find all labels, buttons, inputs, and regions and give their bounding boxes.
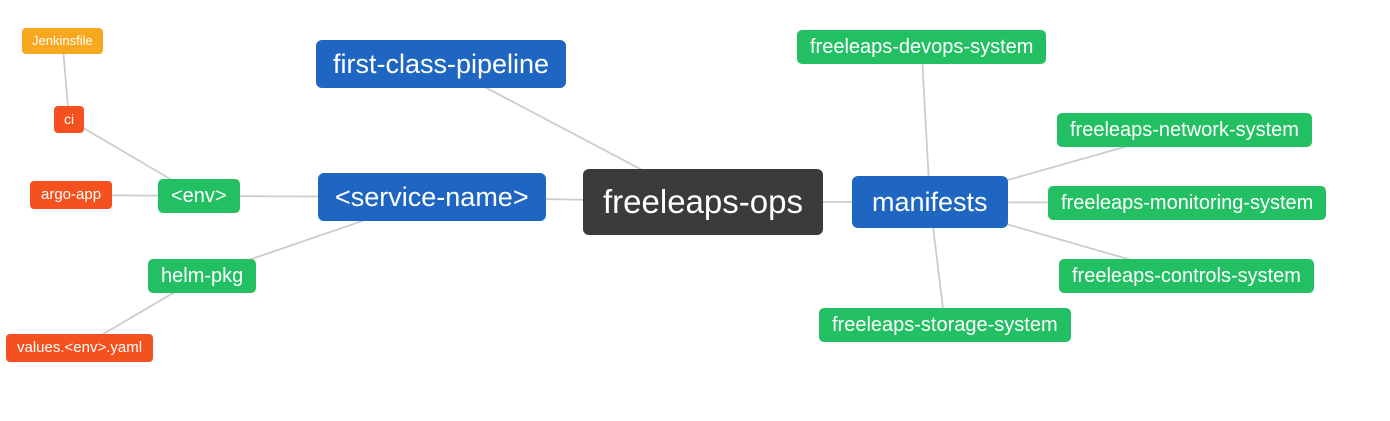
node-label: manifests (872, 187, 988, 217)
node-manifests[interactable]: manifests (852, 176, 1008, 229)
node-label: freeleaps-monitoring-system (1061, 192, 1314, 214)
node-service-name[interactable]: <service-name> (318, 173, 546, 222)
node-freeleaps-ops[interactable]: freeleaps-ops (583, 169, 823, 235)
node-label: freeleaps-controls-system (1072, 265, 1301, 287)
node-label: first-class-pipeline (333, 49, 550, 79)
node-label: helm-pkg (161, 265, 244, 287)
node-label: ci (64, 111, 75, 127)
node-label: freeleaps-storage-system (832, 314, 1058, 336)
node-freeleaps-controls-system[interactable]: freeleaps-controls-system (1059, 259, 1314, 293)
node-label: freeleaps-devops-system (810, 36, 1034, 58)
node-env[interactable]: <env> (158, 179, 240, 213)
node-values-env-yaml[interactable]: values.<env>.yaml (6, 334, 154, 362)
node-freeleaps-monitoring-system[interactable]: freeleaps-monitoring-system (1048, 186, 1327, 220)
node-label: Jenkinsfile (32, 33, 93, 48)
node-freeleaps-storage-system[interactable]: freeleaps-storage-system (819, 308, 1071, 342)
node-label: values.<env>.yaml (17, 339, 143, 356)
node-label: freeleaps-network-system (1070, 119, 1299, 141)
node-label: <env> (171, 185, 227, 207)
node-jenkinsfile[interactable]: Jenkinsfile (22, 28, 103, 54)
node-label: freeleaps-ops (603, 183, 803, 220)
node-label: <service-name> (335, 182, 529, 212)
node-first-class-pipeline[interactable]: first-class-pipeline (316, 40, 567, 89)
node-argo-app[interactable]: argo-app (30, 181, 113, 209)
node-label: argo-app (41, 186, 102, 203)
node-ci[interactable]: ci (54, 106, 85, 133)
node-helm-pkg[interactable]: helm-pkg (148, 259, 257, 293)
node-freeleaps-network-system[interactable]: freeleaps-network-system (1057, 113, 1312, 147)
node-freeleaps-devops-system[interactable]: freeleaps-devops-system (797, 30, 1047, 64)
